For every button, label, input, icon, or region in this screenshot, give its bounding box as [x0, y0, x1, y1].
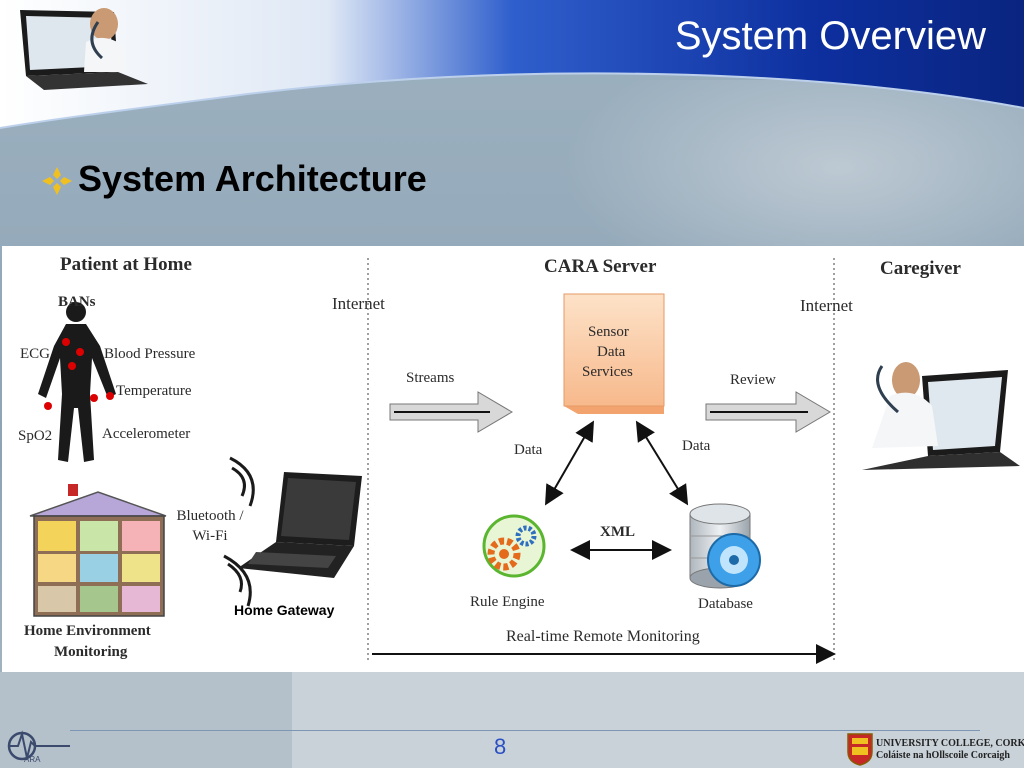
cara-logo: ARA: [7, 730, 70, 764]
home-gateway-label: Home Gateway: [234, 602, 335, 618]
architecture-diagram: Patient at Home CARA Server Caregiver In…: [2, 246, 1024, 672]
internet-right-label: Internet: [800, 296, 853, 315]
section-patient-label: Patient at Home: [60, 254, 192, 275]
data-right-label: Data: [682, 438, 711, 454]
slide-subtitle: System Architecture: [78, 158, 427, 199]
ucc-name-line1: UNIVERSITY COLLEGE, CORK: [876, 738, 1024, 749]
realtime-label: Real-time Remote Monitoring: [506, 628, 700, 645]
database-label: Database: [698, 596, 753, 612]
temperature-label: Temperature: [116, 383, 192, 399]
connectivity-label: Bluetooth / Wi-Fi: [176, 508, 244, 544]
ucc-name-line2: Coláiste na hOllscoile Corcaigh: [876, 750, 1010, 761]
home-environment-icon: [29, 484, 167, 617]
bullet-diamond-icon: [42, 167, 72, 195]
streams-label: Streams: [406, 370, 455, 386]
spo2-label: SpO2: [18, 428, 53, 444]
home-environment-label-line2: Monitoring: [54, 644, 128, 660]
diagram-graphics: [29, 258, 1020, 664]
ecg-label: ECG: [20, 346, 50, 362]
footer-divider: [70, 730, 980, 731]
slide-title: System Overview: [674, 14, 986, 58]
header-laptop-icon: [20, 8, 148, 90]
review-arrow: [705, 391, 831, 433]
home-environment-label-line1: Home Environment: [24, 623, 151, 639]
header-band: [0, 0, 1024, 129]
data-arrow-right: [635, 420, 689, 506]
ucc-crest-icon: [847, 733, 873, 766]
sensor-line1-label: Sensor: [588, 324, 629, 340]
blood-pressure-label: Blood Pressure: [104, 346, 196, 362]
sensor-line2-label: Data: [597, 344, 626, 360]
bans-label: BANs: [58, 294, 96, 310]
section-caregiver-label: Caregiver: [880, 258, 961, 279]
database-icon: [689, 503, 761, 589]
patient-body-icon: [38, 302, 116, 462]
data-left-label: Data: [514, 442, 543, 458]
svg-text:ARA: ARA: [24, 755, 41, 764]
wireless-signal-icon: [223, 456, 255, 607]
internet-left-label: Internet: [332, 294, 385, 313]
rule-engine-label: Rule Engine: [470, 594, 545, 610]
sensor-line3-label: Services: [582, 364, 633, 380]
home-gateway-laptop-icon: [238, 472, 362, 578]
accelerometer-label: Accelerometer: [102, 426, 191, 442]
streams-arrow: [389, 391, 513, 433]
ucc-name: UNIVERSITY COLLEGE, CORK Coláiste na hOl…: [876, 738, 1024, 762]
footer-band-left: [0, 672, 292, 768]
rule-engine-icon: [482, 514, 546, 578]
data-arrow-left: [545, 420, 594, 506]
section-server-label: CARA Server: [544, 256, 657, 277]
caregiver-laptop-icon: [862, 362, 1020, 470]
review-label: Review: [730, 372, 776, 388]
page-number: 8: [494, 734, 507, 759]
sensor-data-services-box: [563, 293, 665, 414]
xml-label: XML: [600, 524, 635, 540]
